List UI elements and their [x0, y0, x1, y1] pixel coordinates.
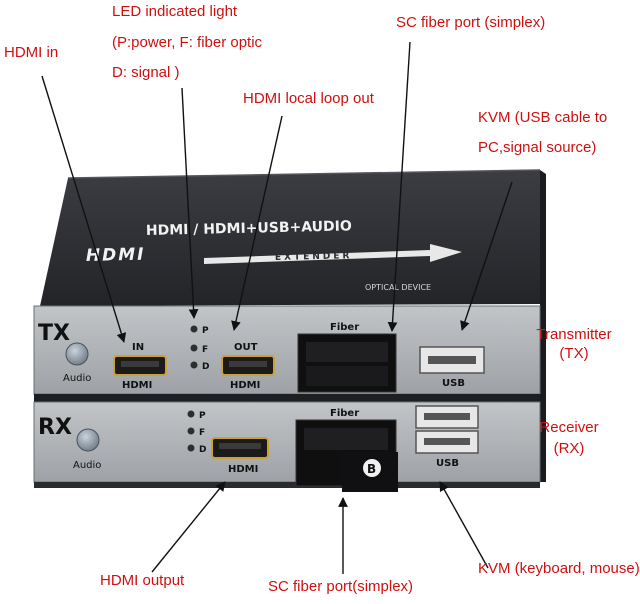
tx-audio-button[interactable]	[65, 342, 89, 366]
label-kvm-top-line2: PC,signal source)	[478, 139, 597, 156]
rx-audio-button[interactable]	[76, 428, 100, 452]
label-hdmi-output: HDMI output	[100, 572, 185, 589]
tx-audio-label: Audio	[63, 373, 91, 384]
hdmi-logo: HDMI	[86, 245, 146, 266]
tx-unit: HDMI / HDMI+USB+AUDIO HDMI EXTENDER OPTI…	[33, 169, 546, 395]
rx-audio-label: Audio	[73, 460, 101, 471]
rx-b-badge	[363, 459, 381, 477]
label-receiver-line1: Receiver	[539, 419, 599, 436]
tx-usb-label: USB	[442, 378, 465, 389]
label-sc-top: SC fiber port (simplex)	[396, 14, 546, 31]
rx-hdmi-label: HDMI	[228, 464, 258, 475]
rx-unit: RX Audio P F D HDMI Fiber B USB	[33, 394, 546, 492]
device-top-text: HDMI / HDMI+USB+AUDIO	[146, 218, 352, 239]
rx-name: RX	[38, 415, 72, 440]
tx-in-label: IN	[132, 342, 144, 353]
tx-fiber-label: Fiber	[330, 322, 359, 333]
leader-arrows	[41, 41, 513, 574]
rx-b-badge-label: B	[367, 462, 376, 476]
label-led-line3: D: signal )	[112, 64, 180, 81]
label-led-line2: (P:power, F: fiber optic	[112, 34, 263, 51]
label-transmitter-line1: Transmitter	[536, 326, 612, 343]
tx-top-lid	[40, 170, 540, 306]
rx-fiber-label: Fiber	[330, 408, 359, 419]
extender-arrow	[204, 244, 462, 264]
tx-out-label: OUT	[234, 342, 258, 353]
tx-out-hdmi-label: HDMI	[230, 380, 260, 391]
rx-led-d: D	[199, 445, 206, 455]
label-hdmi-loop: HDMI local loop out	[243, 90, 374, 107]
label-kvm-bottom: KVM (keyboard, mouse)	[478, 560, 640, 577]
label-hdmi-in: HDMI in	[4, 44, 59, 61]
label-receiver-line2: (RX)	[553, 440, 585, 457]
rx-led-f: F	[199, 428, 205, 438]
label-kvm-top-line1: KVM (USB cable to	[478, 109, 608, 126]
rx-usb-label: USB	[436, 458, 459, 469]
label-sc-bottom: SC fiber port(simplex)	[268, 578, 414, 595]
tx-led-f: F	[202, 345, 208, 355]
tx-led-p: P	[202, 326, 209, 336]
label-transmitter-line2: (TX)	[559, 345, 589, 362]
label-led-line1: LED indicated light	[112, 3, 238, 20]
optical-device-text: OPTICAL DEVICE	[365, 283, 431, 292]
extender-text: EXTENDER	[275, 251, 353, 263]
tx-hdmi-in-label: HDMI	[122, 380, 152, 391]
rx-led-p: P	[199, 411, 206, 421]
tx-name: TX	[38, 321, 70, 346]
tx-led-d: D	[202, 362, 209, 372]
